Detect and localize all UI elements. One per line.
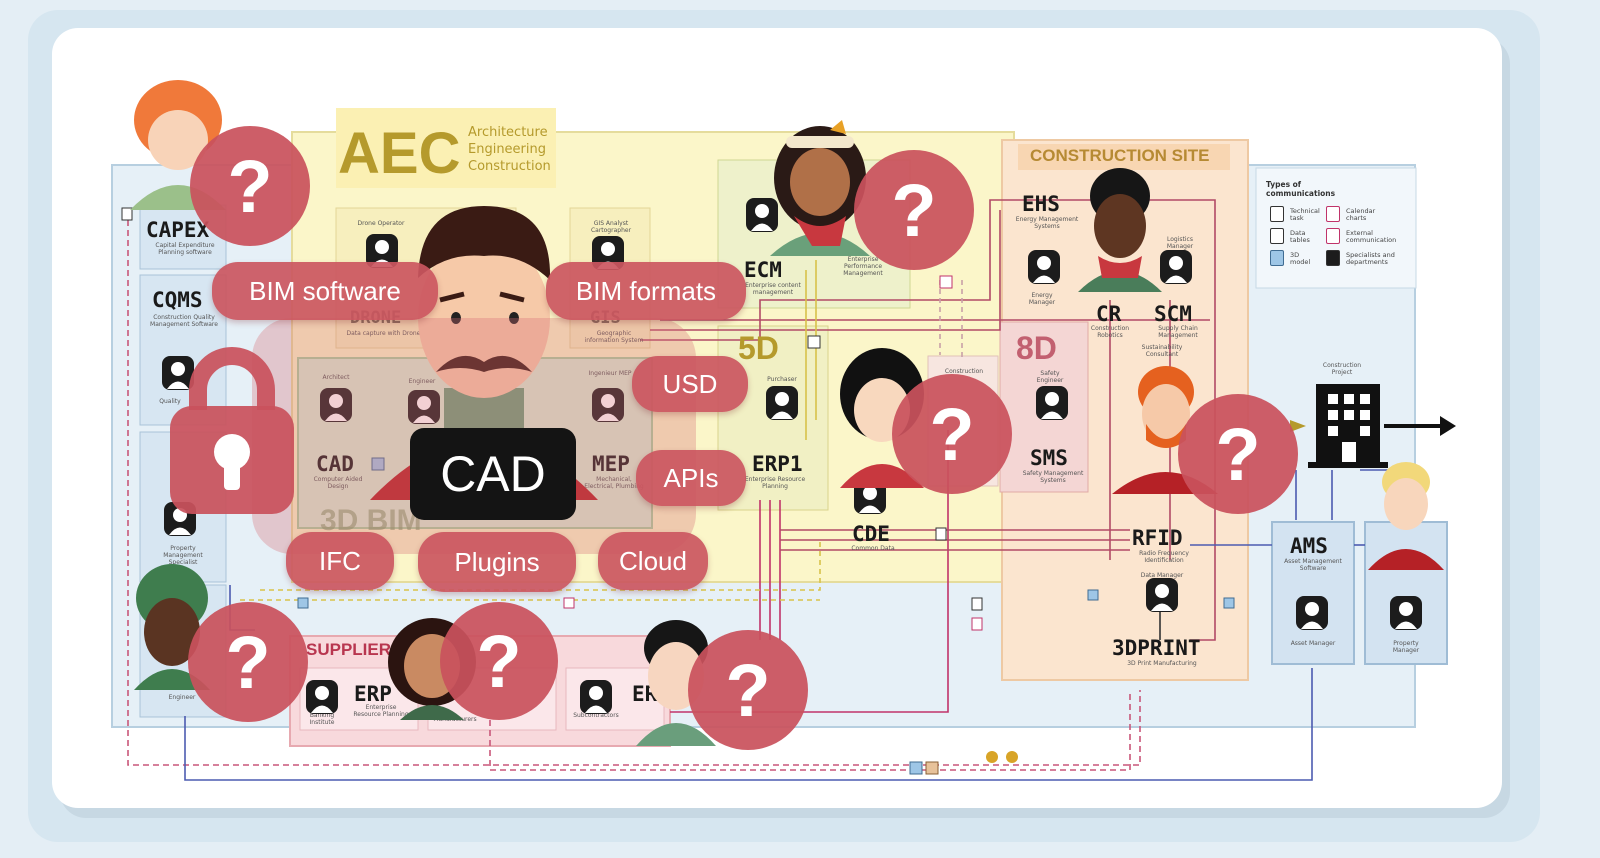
scm-desc: Supply Chain Management <box>1158 325 1198 339</box>
calendar-icon <box>1326 206 1340 222</box>
role-drone-operator: Drone Operator <box>357 220 405 227</box>
suppliers-title: SUPPLIERS <box>306 640 403 659</box>
ams-label: AMS <box>1290 534 1328 558</box>
rfid-desc: Radio Frequency Identification <box>1139 550 1189 564</box>
sms-label: SMS <box>1030 446 1068 470</box>
bim-formats-pill[interactable]: BIM formats <box>546 262 746 320</box>
role-data-manager: Data Manager <box>1140 572 1184 579</box>
erp-supplier-1-label: ERP <box>354 682 392 706</box>
erp-supplier-1-desc: Enterprise Resource Planning <box>353 704 409 718</box>
erp-supplier-2-label: ERP <box>632 682 670 706</box>
cloud-pill[interactable]: Cloud <box>598 532 708 590</box>
ams-box <box>1271 521 1355 665</box>
role-property-mgmt-specialist: Property Management Specialist <box>163 545 203 566</box>
external-comm-icon <box>1326 228 1340 244</box>
question-bubble-bottom-left[interactable]: ? <box>188 602 308 722</box>
cube-icon <box>1270 250 1284 266</box>
cad-label: CAD <box>316 452 354 476</box>
role-gis-sub: Geographic information System <box>584 330 644 344</box>
question-bubble-right[interactable]: ? <box>1178 394 1298 514</box>
ifc-pill[interactable]: IFC <box>286 532 394 590</box>
aec-description: Architecture Engineering Construction <box>468 124 551 175</box>
role-manufacturers: Manufacturers <box>433 716 477 723</box>
role-banking: Banking Institute <box>309 712 335 726</box>
role-asset-manager: Asset Manager <box>1290 640 1336 647</box>
aec-line-3: Construction <box>468 159 551 174</box>
construction-site-header <box>1018 144 1230 170</box>
erp1-label: ERP1 <box>752 452 803 476</box>
property-manager-box <box>1364 521 1448 665</box>
role-energy-manager: Energy Manager <box>1028 292 1056 306</box>
legend-external-comm: External communication <box>1346 229 1397 244</box>
role-sustainability: Sustainability Consultant <box>1141 344 1183 358</box>
legend-specialists: Specialists and departments <box>1346 251 1395 266</box>
plugins-pill[interactable]: Plugins <box>418 532 576 592</box>
question-bubble-center[interactable]: ? <box>892 374 1012 494</box>
role-quality: Quality <box>159 398 181 405</box>
role-safety-engineer: Safety Engineer <box>1036 370 1064 384</box>
cqms-label: CQMS <box>152 288 203 312</box>
legend-technical-task: Technical task <box>1290 207 1320 222</box>
cde-desc: Common Data <box>851 545 895 552</box>
cr-desc: Construction Robotics <box>1090 325 1130 339</box>
role-subcontractors: Subcontractors <box>573 712 619 719</box>
role-ingenieur-mep: Ingenieur MEP <box>588 370 632 377</box>
specialist-icon <box>1326 250 1340 266</box>
question-bubble-bottom-center[interactable]: ? <box>688 630 808 750</box>
legend-3d-model: 3D model <box>1290 251 1311 266</box>
legend-calendar-charts: Calendar charts <box>1346 207 1376 222</box>
cr-label: CR <box>1096 302 1122 326</box>
erp1-desc: Enterprise Resource Planning <box>744 476 806 490</box>
cad-badge[interactable]: CAD <box>410 428 576 520</box>
usd-pill[interactable]: USD <box>632 356 748 412</box>
aec-line-2: Engineering <box>468 142 546 157</box>
capex-desc: Capital Expenditure Planning software <box>155 242 215 256</box>
cad-desc: Computer Aided Design <box>313 476 363 490</box>
technical-task-icon <box>1270 206 1284 222</box>
building-icon <box>1308 384 1388 468</box>
bim-software-pill[interactable]: BIM software <box>212 262 438 320</box>
aec-code: AEC <box>338 121 461 186</box>
construction-site-title: CONSTRUCTION SITE <box>1030 146 1210 165</box>
eight-d-title: 8D <box>1016 330 1057 366</box>
aec-line-1: Architecture <box>468 125 548 140</box>
role-gis-analyst: GIS Analyst Cartographer <box>590 220 632 234</box>
role-logistics-manager: Logistics Manager <box>1166 236 1194 250</box>
ehs-desc: Energy Management Systems <box>1015 216 1079 230</box>
sms-desc: Safety Management Systems <box>1022 470 1084 484</box>
print3d-desc: 3D Print Manufacturing <box>1127 660 1197 667</box>
five-d-title: 5D <box>738 330 779 366</box>
ecm-label: ECM <box>744 258 782 282</box>
print3d-label: 3DPRINT <box>1112 636 1201 660</box>
role-enterprise-perf: Enterprise Performance Management <box>843 256 883 277</box>
legend-data-tables: Data tables <box>1290 229 1310 244</box>
apis-pill[interactable]: APIs <box>636 450 746 506</box>
capex-label: CAPEX <box>146 218 210 242</box>
small-icons <box>121 207 1235 775</box>
cde-label: CDE <box>852 522 890 546</box>
role-purchaser: Purchaser <box>767 376 797 383</box>
three-d-bim-title: 3D BIM <box>320 504 422 537</box>
rfid-label: RFID <box>1132 526 1183 550</box>
lock-icon <box>170 347 294 514</box>
mep-label: MEP <box>592 452 630 476</box>
question-bubble-top-left[interactable]: ? <box>190 126 310 246</box>
role-drone-sub: Data capture with Drones <box>346 330 424 337</box>
role-construction: Construction <box>944 368 984 375</box>
cqms-desc: Construction Quality Management Software <box>150 314 218 328</box>
ecm-desc: Enterprise content management <box>745 282 801 296</box>
role-engineer: Engineer <box>168 694 196 701</box>
ehs-label: EHS <box>1022 192 1060 216</box>
data-table-icon <box>1270 228 1284 244</box>
role-property-manager: Property Manager <box>1392 640 1420 654</box>
legend-title: Types of communications <box>1266 180 1336 198</box>
ams-desc: Asset Management Software <box>1284 558 1342 572</box>
question-bubble-top-center[interactable]: ? <box>854 150 974 270</box>
role-architect: Architect <box>322 374 350 381</box>
role-construction-project: Construction Project <box>1322 362 1362 376</box>
question-bubble-suppliers[interactable]: ? <box>440 602 558 720</box>
scm-label: SCM <box>1154 302 1192 326</box>
mep-desc: Mechanical, Electrical, Plumbing <box>584 476 644 490</box>
aec-label-block <box>336 108 556 188</box>
